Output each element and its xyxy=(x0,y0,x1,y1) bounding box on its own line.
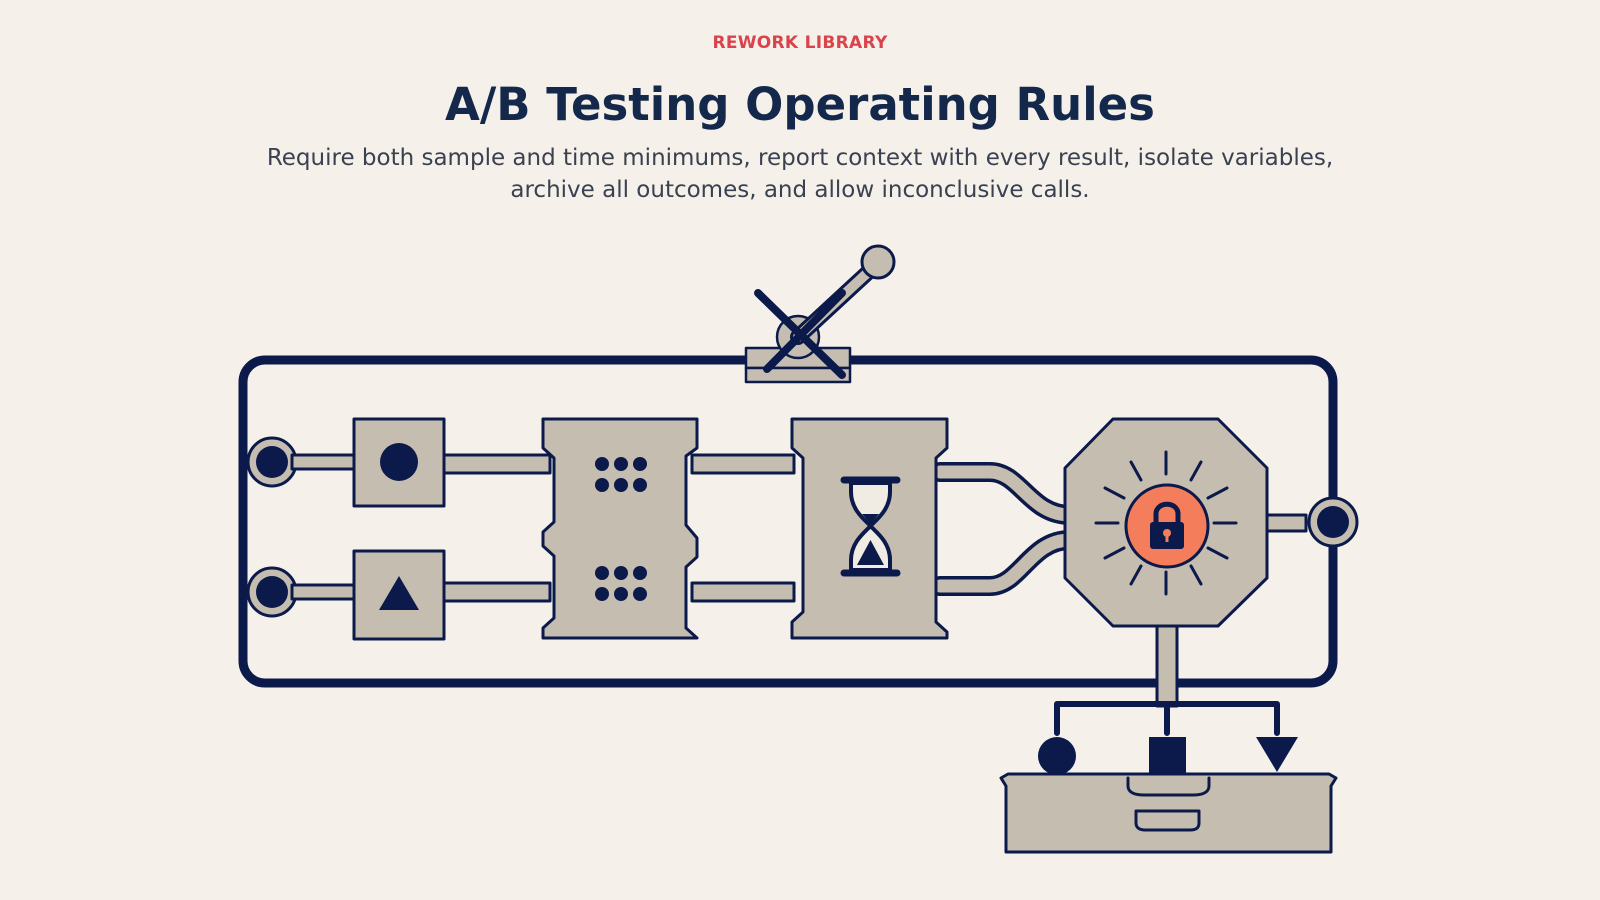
triangle-down-icon xyxy=(1256,737,1298,772)
hourglass-icon xyxy=(840,476,901,577)
kicker-label: REWORK LIBRARY xyxy=(712,33,888,53)
disabled-lever-icon xyxy=(744,244,896,384)
page-title: A/B Testing Operating Rules xyxy=(445,78,1155,131)
variant-a-box xyxy=(352,417,446,508)
square-icon xyxy=(1149,737,1186,773)
outcome-branches xyxy=(1054,701,1280,736)
triangle-icon xyxy=(379,576,419,610)
circle-icon xyxy=(1038,737,1076,775)
circle-icon xyxy=(380,443,418,481)
time-gate-module xyxy=(790,417,949,640)
lock-icon xyxy=(1150,501,1184,549)
dot-grid-icon xyxy=(595,457,647,601)
variant-b-box xyxy=(352,549,446,641)
sample-counter-module xyxy=(541,417,699,640)
input-port-a xyxy=(246,436,298,488)
input-port-b xyxy=(246,566,298,618)
page-subtitle: Require both sample and time minimums, r… xyxy=(266,145,1334,203)
output-port xyxy=(1307,496,1359,548)
decision-lock-module xyxy=(1063,417,1269,628)
sunburst-rays xyxy=(1094,450,1238,596)
archive-drawer-icon xyxy=(999,772,1338,854)
